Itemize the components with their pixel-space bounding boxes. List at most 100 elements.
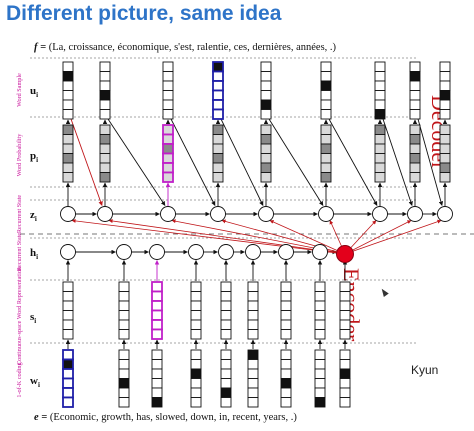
vector-cell: [162, 143, 174, 155]
vector-cell: [314, 319, 326, 330]
vector-cell: [62, 377, 74, 389]
vector-cell: [320, 99, 332, 110]
vector-cell: [280, 387, 292, 398]
word-sample-vector: [260, 61, 272, 120]
vector-cell: [212, 70, 224, 82]
vector-cell: [162, 109, 174, 120]
word-sample-vector: [162, 61, 174, 120]
row-symbol: hi: [30, 247, 38, 261]
vector-cell: [62, 162, 74, 173]
vector-cell: [280, 300, 292, 311]
vector-cell: [190, 378, 202, 389]
vector-cell: [62, 143, 74, 154]
vector-cell: [374, 143, 386, 154]
word-sample-vector: [374, 61, 386, 120]
vector-cell: [62, 368, 74, 380]
vector-cell: [280, 291, 292, 302]
vector-cell: [162, 71, 174, 82]
word-representation-vector: [190, 281, 202, 340]
vector-cell: [374, 71, 386, 82]
vector-cell: [247, 319, 259, 330]
vector-cell: [151, 349, 163, 360]
vector-cell: [374, 134, 386, 145]
encoder-state-node: [116, 244, 132, 260]
decoder-state-node: [160, 206, 176, 222]
vector-cell: [118, 349, 130, 360]
vector-cell: [374, 109, 386, 120]
vector-cell: [118, 359, 130, 370]
vector-cell: [280, 319, 292, 330]
vector-cell: [409, 109, 421, 120]
vector-cell: [439, 90, 451, 101]
vector-cell: [62, 109, 74, 120]
state-nodes: [60, 206, 453, 263]
vector-cell: [439, 99, 451, 110]
vector-cell: [62, 349, 74, 361]
vector-cell: [99, 143, 111, 154]
vector-cell: [374, 99, 386, 110]
vector-cell: [247, 291, 259, 302]
vector-cell: [162, 162, 174, 174]
presenter-name-fragment: Kyun: [411, 363, 439, 377]
vector-cell: [62, 310, 74, 321]
vector-cell: [247, 378, 259, 389]
vector-cell: [99, 90, 111, 101]
source-sentence: e = (Economic, growth, has, slowed, down…: [34, 412, 297, 423]
vector-cell: [439, 134, 451, 145]
vector-cell: [220, 310, 232, 321]
one-hot-vector: [151, 349, 163, 408]
vector-cell: [62, 300, 74, 311]
word-representation-vector: [280, 281, 292, 340]
row-label-caption: Word Sample: [16, 73, 23, 107]
vector-cell: [220, 378, 232, 389]
vector-cell: [320, 124, 332, 135]
row-guides: [30, 57, 418, 344]
word-probability-vector: [212, 124, 224, 183]
vector-cell: [439, 172, 451, 183]
vector-cell: [260, 71, 272, 82]
vector-cell: [190, 281, 202, 292]
vector-cell: [220, 349, 232, 360]
vector-cell: [280, 359, 292, 370]
one-hot-vector: [190, 349, 202, 408]
vector-cell: [99, 61, 111, 72]
vector-cell: [118, 378, 130, 389]
vector-cell: [439, 124, 451, 135]
vector-cell: [220, 319, 232, 330]
vector-cell: [62, 358, 74, 370]
one-hot-vector: [339, 349, 351, 408]
vector-cell: [339, 349, 351, 360]
sample-feedback-arrow: [170, 118, 216, 206]
vector-cell: [409, 134, 421, 145]
row-symbol: ui: [30, 85, 38, 99]
vector-cell: [260, 124, 272, 135]
vector-cell: [339, 329, 351, 340]
vector-cell: [409, 61, 421, 72]
vector-cell: [320, 61, 332, 72]
vector-cell: [320, 153, 332, 164]
vector-cell: [320, 172, 332, 183]
vector-cell: [260, 90, 272, 101]
vector-cell: [439, 109, 451, 120]
vector-cell: [314, 397, 326, 408]
vector-cell: [212, 172, 224, 183]
vector-cell: [314, 310, 326, 321]
row-symbol: wi: [30, 375, 40, 389]
vector-cell: [409, 143, 421, 154]
vector-cell: [62, 329, 74, 340]
vector-cell: [212, 143, 224, 154]
vector-cell: [439, 162, 451, 173]
decoder-state-node: [437, 206, 453, 222]
vector-cell: [212, 162, 224, 173]
vector-cell: [62, 396, 74, 408]
vector-cell: [220, 329, 232, 340]
vector-cell: [190, 319, 202, 330]
sample-feedback-arrow: [328, 118, 378, 206]
word-representation-vector: [339, 281, 351, 340]
vector-cell: [151, 300, 163, 312]
vector-cell: [162, 133, 174, 145]
vector-cell: [190, 387, 202, 398]
vector-cell: [280, 310, 292, 321]
vector-cell: [260, 153, 272, 164]
